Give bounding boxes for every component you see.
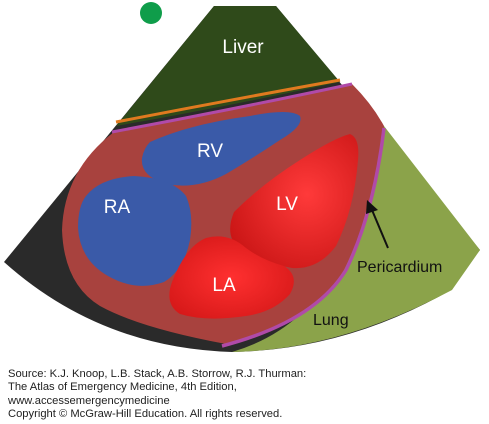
source-line-authors: Source: K.J. Knoop, L.B. Stack, A.B. Sto… — [8, 368, 307, 380]
source-line-title: The Atlas of Emergency Medicine, 4th Edi… — [8, 381, 237, 394]
lv-chamber — [230, 134, 359, 269]
rv-chamber — [141, 112, 301, 186]
pericardium-arrow-line — [371, 209, 389, 249]
la-chamber — [169, 236, 294, 319]
rv-label: RV — [197, 141, 223, 162]
liver-label: Liver — [222, 37, 264, 58]
pericardium-label: Pericardium — [357, 259, 442, 276]
source-line-url: www.accessemergencymedicine — [8, 394, 170, 407]
pericardium-arrow-head — [366, 200, 378, 214]
source-line-copyright: Copyright © McGraw-Hill Education. All r… — [8, 408, 283, 421]
orientation-marker-dot — [140, 2, 162, 24]
ra-chamber — [78, 176, 192, 286]
cardiac-ultrasound-diagram: Liver RV RA LV LA Pericardium Lung — [4, 2, 480, 352]
lung-label: Lung — [313, 312, 349, 329]
pericardium-right-line — [221, 127, 386, 348]
la-label: LA — [212, 275, 236, 296]
lv-label: LV — [276, 194, 298, 215]
ra-label: RA — [104, 197, 131, 218]
pericardium-top-line — [111, 82, 353, 134]
source-citation: Source: K.J. Knoop, L.B. Stack, A.B. Sto… — [8, 368, 478, 422]
liver-region — [116, 6, 340, 126]
liver-border-line — [115, 78, 341, 124]
